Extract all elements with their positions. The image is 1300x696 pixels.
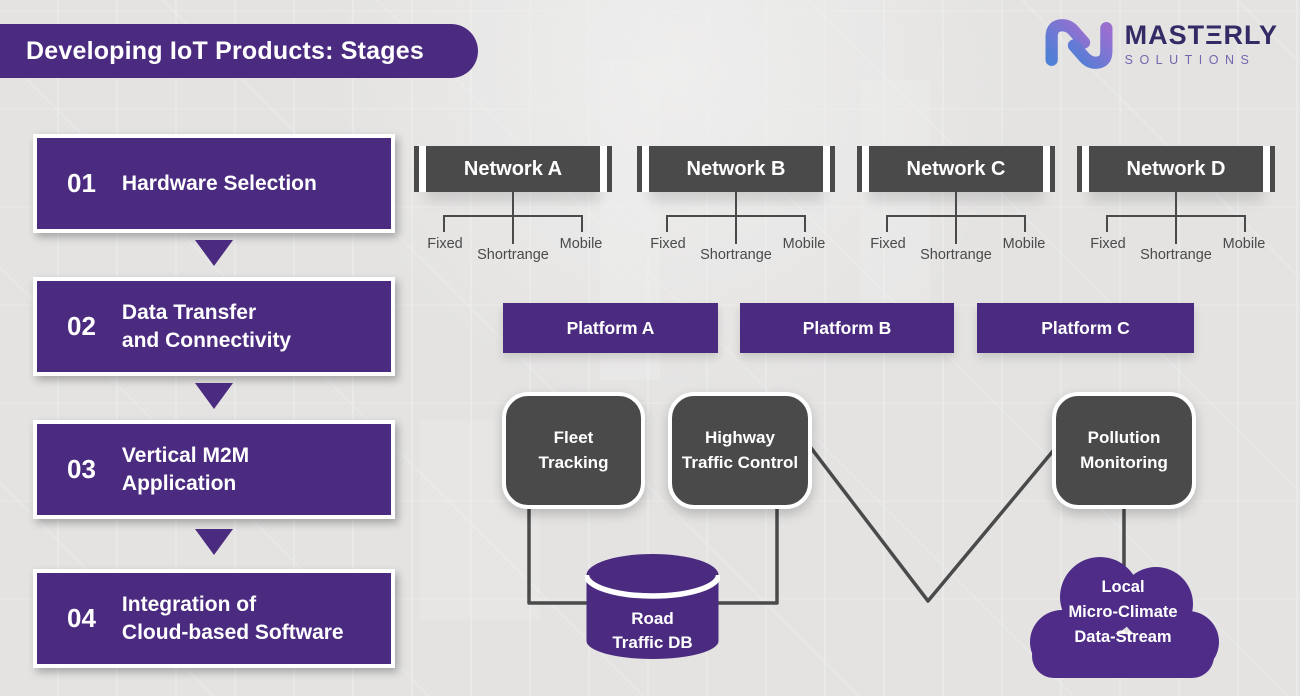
cloud-shape-icon bbox=[1030, 557, 1219, 678]
network-tree-d: Network D Fixed Shortrange Mobile bbox=[1076, 146, 1276, 271]
network-box-a: Network A bbox=[426, 146, 600, 192]
child-label-shortrange: Shortrange bbox=[920, 247, 992, 263]
child-label-fixed: Fixed bbox=[650, 236, 686, 252]
flow-arrow-down-icon bbox=[195, 529, 233, 555]
network-box-c: Network C bbox=[869, 146, 1043, 192]
child-label-mobile: Mobile bbox=[782, 236, 826, 252]
child-label-mobile: Mobile bbox=[559, 236, 603, 252]
stage-box-04: 04 Integration of Cloud-based Software bbox=[33, 569, 395, 668]
child-label-fixed: Fixed bbox=[1090, 236, 1126, 252]
brand-text: MASTΞRLY SOLUTIONS bbox=[1124, 19, 1278, 67]
tree-stem bbox=[512, 192, 514, 215]
flow-arrow-down-icon bbox=[195, 383, 233, 409]
stage-number: 02 bbox=[67, 311, 96, 341]
masterly-logo: MASTΞRLY SOLUTIONS bbox=[1043, 18, 1278, 70]
network-box-b: Network B bbox=[649, 146, 823, 192]
brand-name: MASTΞRLY bbox=[1124, 19, 1278, 50]
child-label-fixed: Fixed bbox=[427, 236, 463, 252]
platform-box-a: Platform A bbox=[503, 303, 718, 353]
stage-box-03: 03 Vertical M2M Application bbox=[33, 420, 395, 519]
platform-box-b: Platform B bbox=[740, 303, 954, 353]
cloud-label: Local Micro-Climate Data-Stream bbox=[1068, 578, 1178, 646]
database-label: Road Traffic DB bbox=[612, 609, 693, 652]
masterly-logo-icon bbox=[1045, 19, 1113, 69]
stage-label: Hardware Selection bbox=[121, 171, 317, 195]
page-title-text: Developing IoT Products: Stages bbox=[26, 36, 424, 65]
stage-label: Data Transfer and Connectivity bbox=[121, 300, 292, 352]
stage-label: Vertical M2M Application bbox=[121, 443, 250, 495]
v-connector bbox=[806, 442, 1055, 603]
network-box-d: Network D bbox=[1089, 146, 1263, 192]
flow-arrow-down-icon bbox=[195, 240, 233, 266]
network-tree-c: Network C Fixed Shortrange Mobile bbox=[856, 146, 1056, 271]
fleet-to-db-connector bbox=[527, 503, 594, 605]
stage-box-02: 02 Data Transfer and Connectivity bbox=[33, 277, 395, 376]
child-label-shortrange: Shortrange bbox=[1140, 247, 1212, 263]
stage-number: 03 bbox=[67, 454, 96, 484]
child-label-shortrange: Shortrange bbox=[477, 247, 549, 263]
stage-label: Integration of Cloud-based Software bbox=[121, 592, 344, 644]
highway-to-db-connector bbox=[710, 503, 779, 605]
brand-subname: SOLUTIONS bbox=[1124, 52, 1256, 67]
child-label-mobile: Mobile bbox=[1222, 236, 1266, 252]
child-label-fixed: Fixed bbox=[870, 236, 906, 252]
stage-number: 04 bbox=[67, 603, 96, 633]
platform-box-c: Platform C bbox=[977, 303, 1194, 353]
page-title: Developing IoT Products: Stages bbox=[0, 24, 478, 78]
stage-number: 01 bbox=[67, 168, 96, 198]
child-label-shortrange: Shortrange bbox=[700, 247, 772, 263]
child-label-mobile: Mobile bbox=[1002, 236, 1046, 252]
network-tree-a: Network A Fixed Shortrange Mobile bbox=[413, 146, 613, 271]
stage-box-01: 01 Hardware Selection bbox=[33, 134, 395, 233]
network-tree-b: Network B Fixed Shortrange Mobile bbox=[636, 146, 836, 271]
